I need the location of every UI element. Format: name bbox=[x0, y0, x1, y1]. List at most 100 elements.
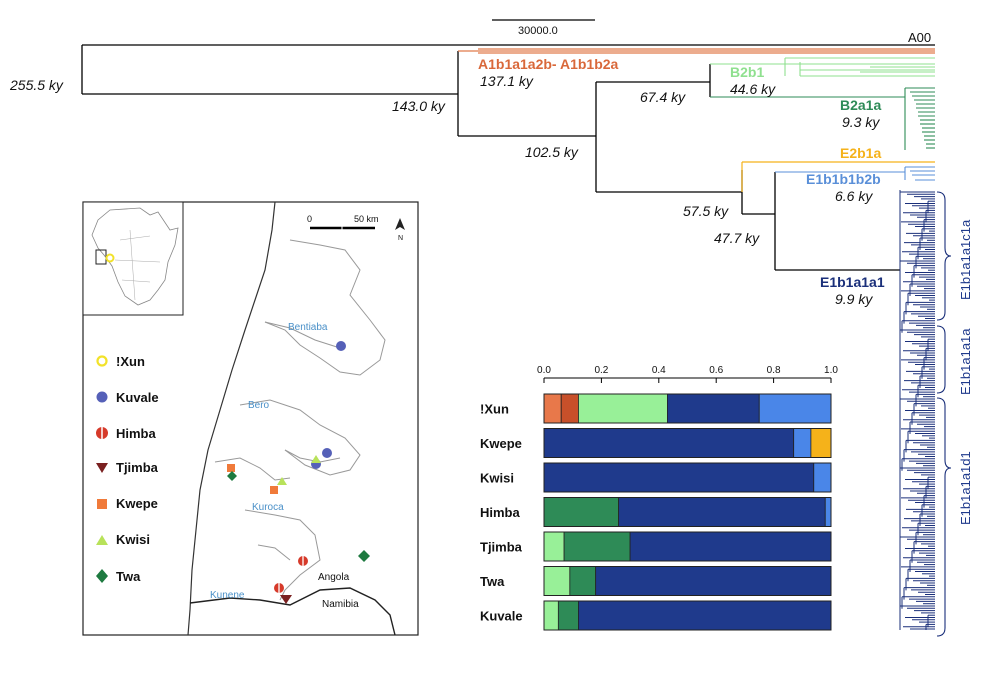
map-legend: !Xun Kuvale Himba Tjimba Kwepe Kwisi Twa bbox=[96, 354, 159, 584]
country-namibia: Namibia bbox=[322, 599, 359, 610]
inset-frame bbox=[82, 201, 184, 316]
country-angola: Angola bbox=[318, 572, 350, 583]
phylogenetic-tree bbox=[81, 19, 935, 271]
node-age-67: 67.4 ky bbox=[640, 89, 686, 105]
rivers bbox=[214, 239, 386, 601]
legend-kwepe-square-icon bbox=[97, 499, 107, 509]
bar-segment-b2a1a bbox=[557, 600, 579, 631]
x-tick-label: 0.4 bbox=[652, 365, 666, 376]
place-bentiaba: Bentiaba bbox=[288, 322, 328, 333]
x-tick-label: 0.0 bbox=[537, 365, 551, 376]
category-label: !Xun bbox=[480, 402, 509, 417]
marker-twa-2 bbox=[358, 550, 370, 562]
bar-segment-e1b1a1a1 bbox=[595, 566, 832, 596]
node-age-47: 47.7 ky bbox=[714, 230, 760, 246]
inset-africa-outline bbox=[91, 207, 179, 306]
bracket-label-d1: E1b1a1a1d1 bbox=[958, 451, 973, 525]
legend-tjimba-triangle-icon bbox=[96, 463, 108, 473]
coastline bbox=[187, 201, 276, 636]
category-label: Kwisi bbox=[480, 471, 514, 486]
marker-kuvale-2 bbox=[322, 448, 332, 458]
bar-segment-e1b1a1a1 bbox=[543, 462, 815, 493]
clade-age-e1b1b1b2b: 6.6 ky bbox=[835, 188, 873, 204]
legend-xun-ring-icon bbox=[96, 355, 108, 367]
clade-label-b2a1a: B2a1a bbox=[840, 97, 881, 113]
marker-himba-1 bbox=[298, 556, 308, 566]
clade-label-e1b1a1a1: E1b1a1a1 bbox=[820, 274, 885, 290]
bar-outline bbox=[543, 497, 832, 527]
x-tick-label: 0.8 bbox=[767, 365, 781, 376]
bar-segment-e1b1b1b2b bbox=[793, 428, 812, 458]
scale-bar-label: 30000.0 bbox=[518, 25, 558, 37]
bar-segment-e1b1b1b2b bbox=[813, 462, 832, 493]
country-border bbox=[189, 587, 396, 636]
root-tip-label: A00 bbox=[908, 30, 931, 45]
clade-e1b1a1a1-branches bbox=[899, 190, 935, 630]
place-bero: Bero bbox=[248, 400, 270, 411]
bar-outline bbox=[543, 428, 832, 458]
legend-label-xun: !Xun bbox=[116, 354, 145, 369]
bar-segment-a1 bbox=[543, 393, 562, 424]
north-arrow-icon bbox=[395, 218, 405, 230]
marker-kuvale-kwisi bbox=[311, 455, 321, 469]
place-kunene: Kunene bbox=[210, 590, 245, 601]
bar-segment-b2b1 bbox=[543, 566, 571, 596]
legend-label-tjimba: Tjimba bbox=[116, 460, 159, 475]
category-label: Twa bbox=[480, 574, 505, 589]
bar-segment-e1b1b1b2b bbox=[824, 497, 832, 527]
clade-age-a1: 137.1 ky bbox=[480, 73, 534, 89]
clade-a1-branches bbox=[458, 48, 935, 54]
clade-label-e1b1b1b2b: E1b1b1b2b bbox=[806, 171, 881, 187]
category-label: Kwepe bbox=[480, 436, 522, 451]
bar-outline bbox=[543, 566, 832, 596]
legend-label-himba: Himba bbox=[116, 426, 157, 441]
bar-outline bbox=[543, 531, 832, 562]
map-scale-label: 50 km bbox=[354, 214, 379, 224]
clade-label-e2b1a: E2b1a bbox=[840, 145, 881, 161]
marker-kuvale-1 bbox=[336, 341, 346, 351]
clade-age-b2b1: 44.6 ky bbox=[730, 81, 776, 97]
category-label: Himba bbox=[480, 505, 521, 520]
marker-kwisi-1 bbox=[277, 477, 287, 485]
clade-b2b1-branches bbox=[710, 57, 935, 77]
north-label: N bbox=[398, 235, 403, 242]
legend-twa-diamond-icon bbox=[96, 569, 108, 583]
clade-b2a1a-branches bbox=[710, 87, 935, 150]
legend-kwisi-triangle-icon bbox=[96, 535, 108, 545]
bar-segment-a1b bbox=[560, 393, 579, 424]
clade-age-e1b1a1a1: 9.9 ky bbox=[835, 291, 873, 307]
marker-himba-2 bbox=[274, 583, 284, 593]
place-kuroca: Kuroca bbox=[252, 502, 284, 513]
x-tick-label: 0.2 bbox=[594, 365, 608, 376]
legend-kuvale-circle-icon bbox=[96, 391, 108, 403]
node-age-57: 57.5 ky bbox=[683, 203, 729, 219]
clade-label-a1: A1b1a1a2b- A1b1b2a bbox=[478, 56, 619, 72]
clade-brackets bbox=[936, 191, 952, 637]
x-tick-label: 1.0 bbox=[824, 365, 838, 376]
bar-segment-e1b1a1a1 bbox=[543, 428, 795, 458]
bar-segment-e1b1a1a1 bbox=[578, 600, 832, 631]
root-age-label: 255.5 ky bbox=[9, 77, 64, 93]
marker-tjimba-1 bbox=[280, 595, 292, 604]
clade-e1b1b1b2b-branches bbox=[775, 166, 935, 181]
marker-kwepe-1 bbox=[227, 464, 235, 472]
legend-label-twa: Twa bbox=[116, 569, 141, 584]
clade-age-b2a1a: 9.3 ky bbox=[842, 114, 880, 130]
legend-label-kuvale: Kuvale bbox=[116, 390, 159, 405]
haplogroup-bar-chart: 0.0 0.2 0.4 0.6 0.8 1.0 !XunKwepeKwisiHimbaTji… bbox=[480, 365, 838, 631]
marker-twa-1 bbox=[227, 471, 237, 481]
bar-outline bbox=[543, 600, 832, 631]
category-label: Tjimba bbox=[480, 540, 523, 555]
map-markers bbox=[227, 341, 370, 604]
clade-e2b1a-branches bbox=[741, 161, 935, 192]
category-label: Kuvale bbox=[480, 609, 523, 624]
bracket-label-a: E1b1a1a1a bbox=[958, 328, 973, 395]
bar-segment-b2a1a bbox=[569, 566, 597, 596]
bar-segment-b2b1 bbox=[578, 393, 668, 424]
map-panel: 0 50 km N Bentiaba Bero Kuroca Kunene An… bbox=[82, 201, 419, 636]
bar-segment-e1b1b1b2b bbox=[758, 393, 832, 424]
bar-segment-b2a1a bbox=[563, 531, 631, 562]
bar-segment-e1b1a1a1 bbox=[618, 497, 826, 527]
x-tick-label: 0.6 bbox=[709, 365, 723, 376]
inset-xun-marker bbox=[105, 253, 115, 263]
